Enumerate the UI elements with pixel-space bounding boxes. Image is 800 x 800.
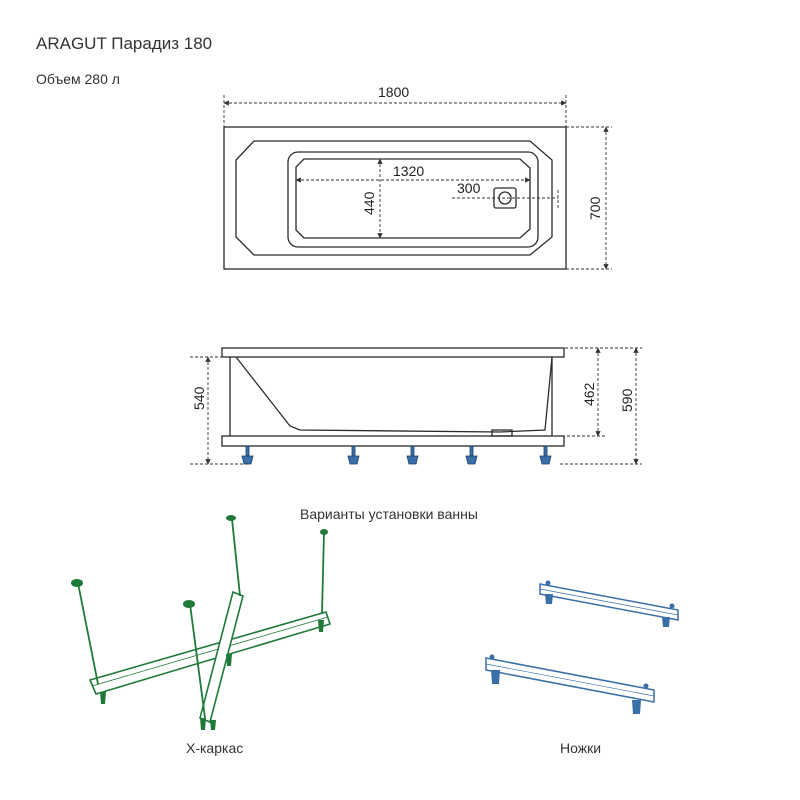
x-frame-long-bar: [88, 611, 332, 695]
height-left-label: 540: [191, 386, 207, 410]
inner-width-label: 440: [361, 191, 377, 215]
tub-outer-outline: [223, 126, 567, 270]
x-frame-label: Х-каркас: [186, 740, 244, 756]
side-base-frame: [221, 435, 565, 447]
length-label: 1800: [378, 84, 409, 100]
x-frame-feet: [100, 620, 324, 730]
side-leg-5: [539, 445, 552, 465]
drain-offset-label: 300: [457, 180, 481, 196]
side-leg-2: [347, 445, 360, 465]
side-leg-3: [406, 445, 419, 465]
side-leg-1: [241, 445, 254, 465]
installation-variants-caption: Варианты установки ванны: [300, 506, 478, 522]
top-dimensions: [223, 95, 612, 270]
leg-bar-lower: [485, 654, 655, 714]
depth-label: 462: [581, 382, 597, 406]
side-view: [221, 347, 565, 447]
volume-label: Объем 280 л: [36, 71, 120, 87]
tub-basin-outer: [287, 151, 539, 248]
leg-bar-upper: [539, 580, 679, 627]
product-title: ARAGUT Парадиз 180: [36, 34, 213, 53]
legs-label: Ножки: [560, 740, 602, 756]
side-leg-4: [465, 445, 478, 465]
side-tub-body: [235, 356, 553, 433]
side-dimensions: [190, 347, 642, 465]
inner-length-label: 1320: [393, 163, 424, 179]
tub-rim-outline: [235, 140, 553, 256]
total-height-label: 590: [619, 388, 635, 412]
top-view: [223, 126, 567, 270]
x-frame-posts: [77, 518, 325, 719]
side-rim: [221, 347, 565, 358]
legs-illustration: [485, 580, 679, 714]
side-drain: [491, 429, 513, 437]
x-frame-illustration: [71, 515, 332, 730]
width-label: 700: [587, 196, 603, 220]
tub-basin-inner: [295, 158, 531, 239]
x-frame-caps: [71, 515, 328, 608]
side-legs: [241, 445, 552, 465]
